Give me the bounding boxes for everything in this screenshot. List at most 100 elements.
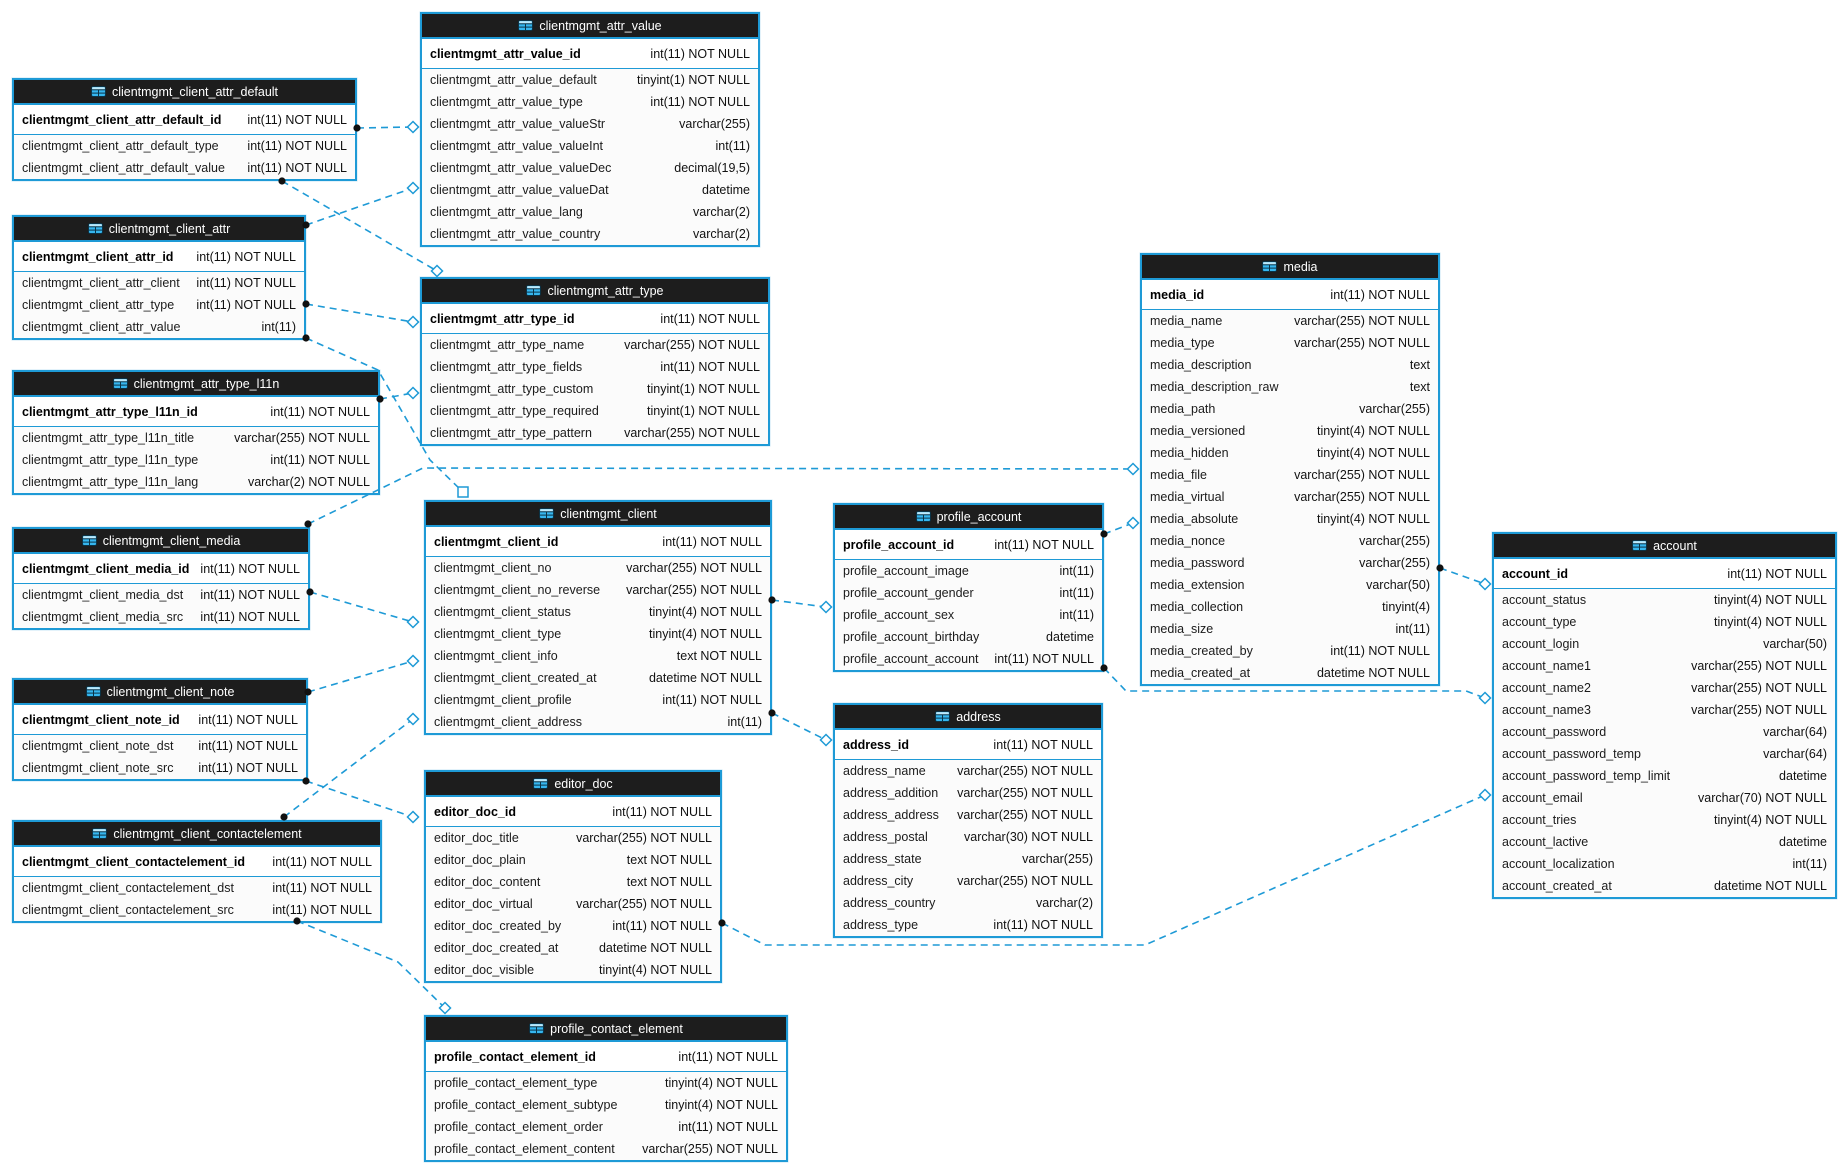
column-row[interactable]: media_virtual varchar(255) NOT NULL (1142, 486, 1438, 508)
table-clientmgmt_client_media[interactable]: clientmgmt_client_media clientmgmt_clien… (12, 527, 310, 630)
column-row[interactable]: account_email varchar(70) NOT NULL (1494, 787, 1835, 809)
column-row[interactable]: clientmgmt_attr_type_l11n_title varchar(… (14, 427, 378, 449)
primary-key-row[interactable]: clientmgmt_attr_type_id int(11) NOT NULL (422, 304, 768, 334)
column-row[interactable]: address_type int(11) NOT NULL (835, 914, 1101, 936)
table-header[interactable]: clientmgmt_client_contactelement (14, 822, 380, 847)
column-row[interactable]: clientmgmt_attr_value_valueDec decimal(1… (422, 157, 758, 179)
column-row[interactable]: clientmgmt_client_no varchar(255) NOT NU… (426, 557, 770, 579)
column-row[interactable]: clientmgmt_attr_value_type int(11) NOT N… (422, 91, 758, 113)
table-clientmgmt_client_attr[interactable]: clientmgmt_client_attr clientmgmt_client… (12, 215, 306, 340)
column-row[interactable]: media_absolute tinyint(4) NOT NULL (1142, 508, 1438, 530)
column-row[interactable]: media_name varchar(255) NOT NULL (1142, 310, 1438, 332)
table-clientmgmt_client_note[interactable]: clientmgmt_client_note clientmgmt_client… (12, 678, 308, 781)
column-row[interactable]: editor_doc_virtual varchar(255) NOT NULL (426, 893, 720, 915)
primary-key-row[interactable]: clientmgmt_client_note_id int(11) NOT NU… (14, 705, 306, 735)
column-row[interactable]: clientmgmt_client_note_src int(11) NOT N… (14, 757, 306, 779)
primary-key-row[interactable]: clientmgmt_attr_value_id int(11) NOT NUL… (422, 39, 758, 69)
column-row[interactable]: profile_account_gender int(11) (835, 582, 1102, 604)
table-address[interactable]: address address_id int(11) NOT NULL addr… (833, 703, 1103, 938)
column-row[interactable]: clientmgmt_attr_value_lang varchar(2) (422, 201, 758, 223)
primary-key-row[interactable]: clientmgmt_attr_type_l11n_id int(11) NOT… (14, 397, 378, 427)
column-row[interactable]: clientmgmt_client_note_dst int(11) NOT N… (14, 735, 306, 757)
table-header[interactable]: profile_account (835, 505, 1102, 530)
column-row[interactable]: media_file varchar(255) NOT NULL (1142, 464, 1438, 486)
column-row[interactable]: address_name varchar(255) NOT NULL (835, 760, 1101, 782)
primary-key-row[interactable]: clientmgmt_client_media_id int(11) NOT N… (14, 554, 308, 584)
column-row[interactable]: clientmgmt_attr_type_l11n_lang varchar(2… (14, 471, 378, 493)
column-row[interactable]: clientmgmt_client_contactelement_dst int… (14, 877, 380, 899)
column-row[interactable]: account_created_at datetime NOT NULL (1494, 875, 1835, 897)
column-row[interactable]: address_state varchar(255) (835, 848, 1101, 870)
column-row[interactable]: account_name2 varchar(255) NOT NULL (1494, 677, 1835, 699)
column-row[interactable]: editor_doc_created_by int(11) NOT NULL (426, 915, 720, 937)
column-row[interactable]: clientmgmt_attr_value_valueStr varchar(2… (422, 113, 758, 135)
table-header[interactable]: account (1494, 534, 1835, 559)
column-row[interactable]: media_extension varchar(50) (1142, 574, 1438, 596)
table-media[interactable]: media media_id int(11) NOT NULL media_na… (1140, 253, 1440, 686)
column-row[interactable]: media_created_at datetime NOT NULL (1142, 662, 1438, 684)
table-header[interactable]: media (1142, 255, 1438, 280)
column-row[interactable]: editor_doc_title varchar(255) NOT NULL (426, 827, 720, 849)
table-profile_contact_element[interactable]: profile_contact_element profile_contact_… (424, 1015, 788, 1162)
column-row[interactable]: clientmgmt_client_attr_type int(11) NOT … (14, 294, 304, 316)
column-row[interactable]: account_type tinyint(4) NOT NULL (1494, 611, 1835, 633)
column-row[interactable]: media_collection tinyint(4) (1142, 596, 1438, 618)
column-row[interactable]: editor_doc_plain text NOT NULL (426, 849, 720, 871)
column-row[interactable]: address_city varchar(255) NOT NULL (835, 870, 1101, 892)
primary-key-row[interactable]: media_id int(11) NOT NULL (1142, 280, 1438, 310)
table-header[interactable]: clientmgmt_attr_type (422, 279, 768, 304)
table-clientmgmt_client[interactable]: clientmgmt_client clientmgmt_client_id i… (424, 500, 772, 735)
table-profile_account[interactable]: profile_account profile_account_id int(1… (833, 503, 1104, 672)
column-row[interactable]: clientmgmt_client_info text NOT NULL (426, 645, 770, 667)
column-row[interactable]: media_hidden tinyint(4) NOT NULL (1142, 442, 1438, 464)
table-header[interactable]: clientmgmt_attr_type_l11n (14, 372, 378, 397)
table-header[interactable]: address (835, 705, 1101, 730)
column-row[interactable]: editor_doc_visible tinyint(4) NOT NULL (426, 959, 720, 981)
column-row[interactable]: account_password_temp_limit datetime (1494, 765, 1835, 787)
primary-key-row[interactable]: clientmgmt_client_attr_id int(11) NOT NU… (14, 242, 304, 272)
table-header[interactable]: clientmgmt_client_attr_default (14, 80, 355, 105)
column-row[interactable]: clientmgmt_client_address int(11) (426, 711, 770, 733)
table-clientmgmt_client_contactelement[interactable]: clientmgmt_client_contactelement clientm… (12, 820, 382, 923)
column-row[interactable]: media_description_raw text (1142, 376, 1438, 398)
column-row[interactable]: clientmgmt_attr_value_country varchar(2) (422, 223, 758, 245)
column-row[interactable]: account_tries tinyint(4) NOT NULL (1494, 809, 1835, 831)
column-row[interactable]: account_localization int(11) (1494, 853, 1835, 875)
table-clientmgmt_attr_value[interactable]: clientmgmt_attr_value clientmgmt_attr_va… (420, 12, 760, 247)
table-clientmgmt_attr_type_l11n[interactable]: clientmgmt_attr_type_l11n clientmgmt_att… (12, 370, 380, 495)
column-row[interactable]: address_postal varchar(30) NOT NULL (835, 826, 1101, 848)
column-row[interactable]: profile_account_birthday datetime (835, 626, 1102, 648)
column-row[interactable]: profile_account_account int(11) NOT NULL (835, 648, 1102, 670)
column-row[interactable]: media_path varchar(255) (1142, 398, 1438, 420)
column-row[interactable]: account_status tinyint(4) NOT NULL (1494, 589, 1835, 611)
column-row[interactable]: clientmgmt_client_attr_value int(11) (14, 316, 304, 338)
primary-key-row[interactable]: profile_account_id int(11) NOT NULL (835, 530, 1102, 560)
column-row[interactable]: address_addition varchar(255) NOT NULL (835, 782, 1101, 804)
column-row[interactable]: clientmgmt_client_media_src int(11) NOT … (14, 606, 308, 628)
table-header[interactable]: editor_doc (426, 772, 720, 797)
column-row[interactable]: address_address varchar(255) NOT NULL (835, 804, 1101, 826)
column-row[interactable]: clientmgmt_client_type tinyint(4) NOT NU… (426, 623, 770, 645)
column-row[interactable]: clientmgmt_attr_type_pattern varchar(255… (422, 422, 768, 444)
column-row[interactable]: media_password varchar(255) (1142, 552, 1438, 574)
table-header[interactable]: profile_contact_element (426, 1017, 786, 1042)
column-row[interactable]: clientmgmt_client_profile int(11) NOT NU… (426, 689, 770, 711)
column-row[interactable]: clientmgmt_attr_type_l11n_type int(11) N… (14, 449, 378, 471)
column-row[interactable]: profile_account_image int(11) (835, 560, 1102, 582)
column-row[interactable]: clientmgmt_client_created_at datetime NO… (426, 667, 770, 689)
table-header[interactable]: clientmgmt_client_media (14, 529, 308, 554)
table-editor_doc[interactable]: editor_doc editor_doc_id int(11) NOT NUL… (424, 770, 722, 983)
column-row[interactable]: profile_contact_element_order int(11) NO… (426, 1116, 786, 1138)
column-row[interactable]: account_login varchar(50) (1494, 633, 1835, 655)
column-row[interactable]: media_type varchar(255) NOT NULL (1142, 332, 1438, 354)
column-row[interactable]: clientmgmt_attr_value_valueInt int(11) (422, 135, 758, 157)
primary-key-row[interactable]: clientmgmt_client_attr_default_id int(11… (14, 105, 355, 135)
column-row[interactable]: profile_account_sex int(11) (835, 604, 1102, 626)
primary-key-row[interactable]: editor_doc_id int(11) NOT NULL (426, 797, 720, 827)
column-row[interactable]: address_country varchar(2) (835, 892, 1101, 914)
column-row[interactable]: account_password_temp varchar(64) (1494, 743, 1835, 765)
column-row[interactable]: clientmgmt_attr_value_default tinyint(1)… (422, 69, 758, 91)
column-row[interactable]: clientmgmt_attr_type_fields int(11) NOT … (422, 356, 768, 378)
primary-key-row[interactable]: clientmgmt_client_contactelement_id int(… (14, 847, 380, 877)
column-row[interactable]: account_name1 varchar(255) NOT NULL (1494, 655, 1835, 677)
